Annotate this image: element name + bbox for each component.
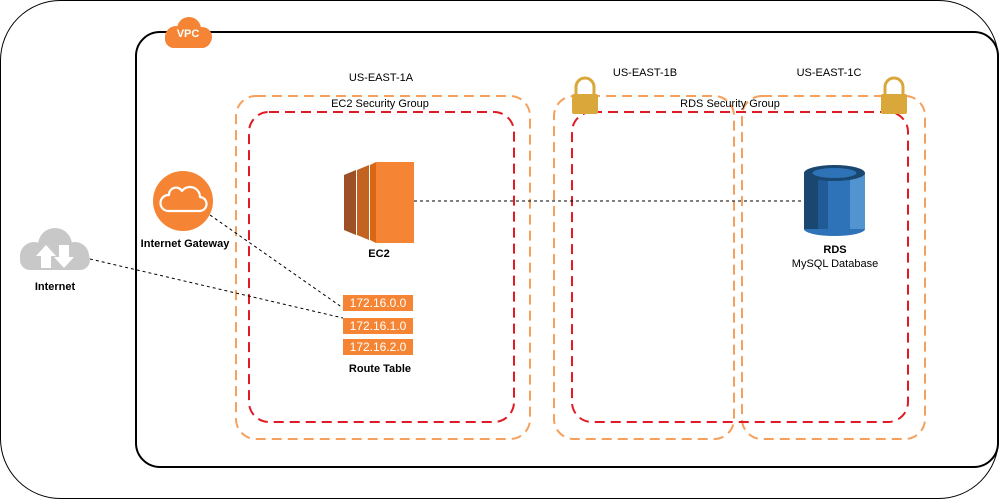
- zone-label-us-east-1b: US-EAST-1B: [612, 67, 678, 79]
- zone-label-us-east-1c: US-EAST-1C: [796, 67, 862, 79]
- lock-icon: [572, 76, 598, 114]
- vpc-badge-label: VPC: [176, 28, 200, 40]
- connector-internet-route: [89, 258, 344, 319]
- lock-icon: [881, 76, 907, 114]
- internet-cloud-icon: [20, 228, 90, 270]
- zone-us-east-1c: [741, 95, 926, 440]
- vpc-container: [135, 31, 999, 468]
- route-entry: 172.16.1.0: [343, 318, 413, 334]
- route-entry: 172.16.0.0: [343, 295, 413, 311]
- route-table-label: Route Table: [348, 363, 412, 375]
- rds-database-icon: [804, 165, 865, 236]
- ec2-label: EC2: [368, 248, 390, 260]
- rds-security-group: [571, 111, 909, 423]
- rds-sublabel: MySQL Database: [791, 258, 879, 270]
- zone-us-east-1a: [235, 95, 531, 440]
- internet-gateway-icon: [153, 171, 213, 231]
- internet-gateway-label: Internet Gateway: [140, 238, 230, 250]
- ec2-security-group-label: EC2 Security Group: [331, 98, 429, 110]
- ec2-security-group: [248, 111, 515, 423]
- rds-security-group-label: RDS Security Group: [680, 98, 780, 110]
- internet-label: Internet: [34, 281, 76, 293]
- zone-us-east-1b: [553, 95, 735, 440]
- zone-label-us-east-1a: US-EAST-1A: [348, 72, 414, 84]
- ec2-icon: [344, 162, 414, 243]
- rds-label: RDS: [823, 244, 847, 256]
- vpc-cloud-icon: [165, 17, 212, 48]
- route-entry: 172.16.2.0: [343, 339, 413, 355]
